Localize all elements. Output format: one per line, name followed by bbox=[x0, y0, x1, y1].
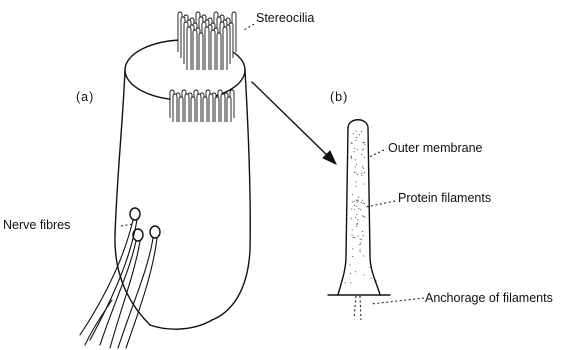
leader-anchorage bbox=[371, 298, 424, 304]
nerve-terminal bbox=[130, 208, 140, 220]
leader-stereocilia bbox=[244, 24, 254, 30]
nerve-terminal bbox=[150, 226, 160, 238]
label-anchorage: Anchorage of filaments bbox=[425, 291, 553, 305]
magnification-arrow bbox=[252, 82, 336, 164]
label-panel-b: (b) bbox=[330, 90, 348, 104]
stereocilium bbox=[217, 33, 221, 70]
stereocilium bbox=[221, 94, 225, 122]
label-nerve-fibres: Nerve fibres bbox=[3, 218, 70, 232]
stereocilium bbox=[209, 94, 213, 122]
stereocilium bbox=[203, 97, 207, 122]
hair-cell-body bbox=[115, 40, 250, 329]
stereocilium bbox=[185, 94, 189, 122]
nerve-fibres bbox=[80, 208, 160, 348]
stereocilium bbox=[193, 30, 197, 70]
stereocilium bbox=[211, 30, 215, 70]
label-panel-a: (a) bbox=[76, 90, 94, 104]
stereocilium bbox=[205, 27, 209, 70]
stereocilium bbox=[187, 27, 191, 70]
label-outer-membrane: Outer membrane bbox=[388, 141, 483, 155]
stereocilium bbox=[191, 97, 195, 122]
stereocilium bbox=[173, 94, 177, 122]
stereocilium bbox=[199, 33, 203, 70]
stereocilium bbox=[227, 97, 231, 122]
leader-protein-filaments bbox=[366, 201, 395, 207]
stereocilium bbox=[223, 27, 227, 70]
single-stereocilium bbox=[328, 120, 390, 320]
stereocilium bbox=[197, 94, 201, 122]
stereocilium bbox=[215, 97, 219, 122]
label-stereocilia: Stereocilia bbox=[256, 11, 314, 25]
stereocilium bbox=[179, 97, 183, 122]
label-protein-filaments: Protein filaments bbox=[398, 191, 491, 205]
leader-outer-membrane bbox=[369, 150, 384, 157]
stereocilia-bundle bbox=[170, 12, 236, 122]
